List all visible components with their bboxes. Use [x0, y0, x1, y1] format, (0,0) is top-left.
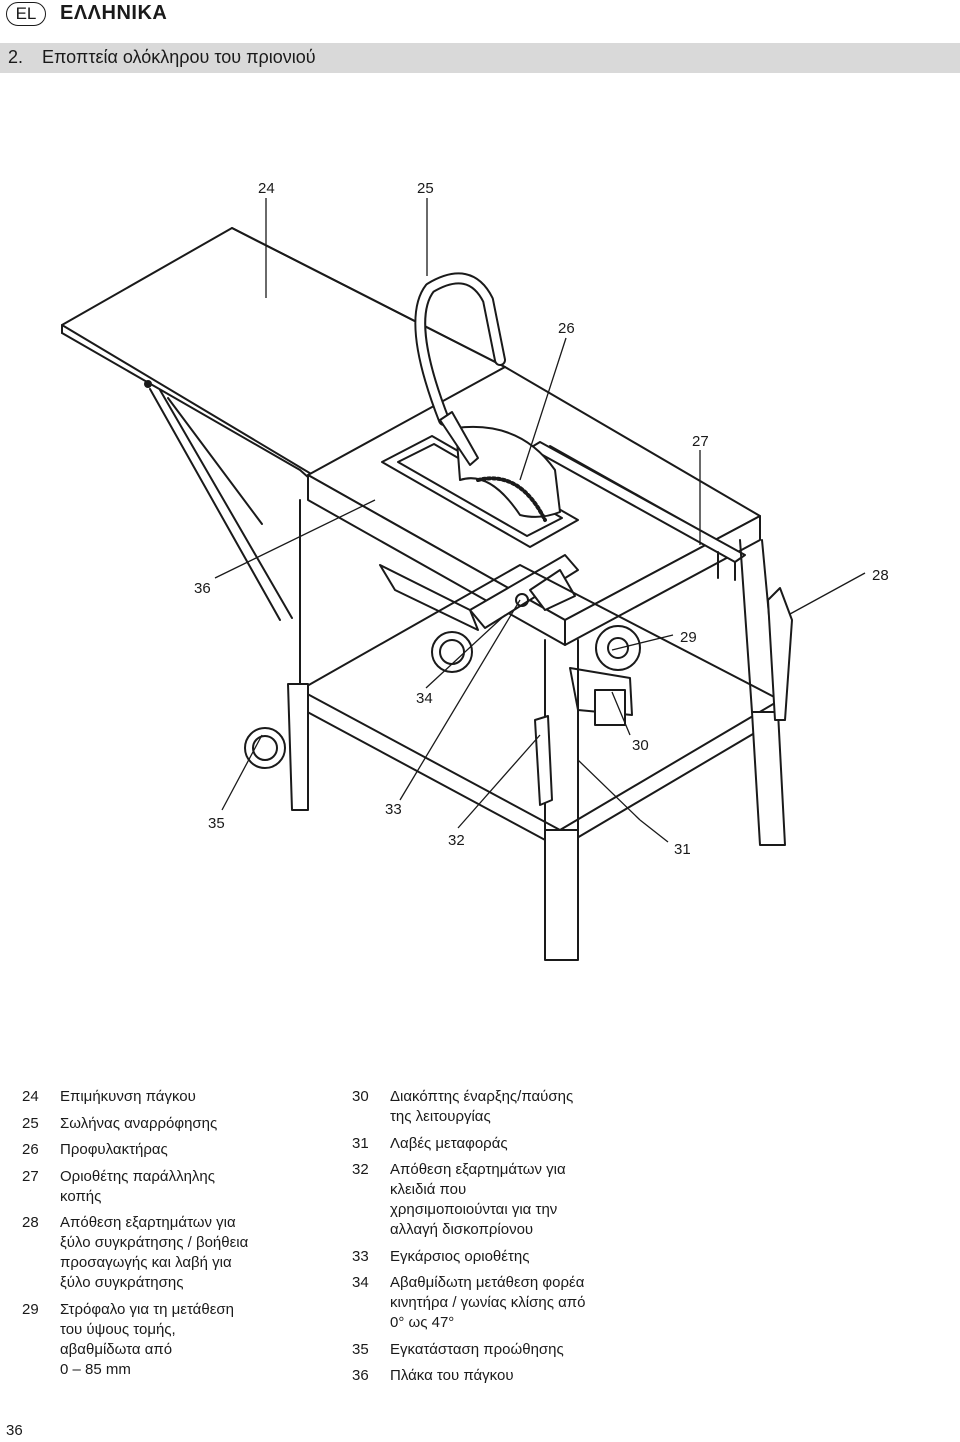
- callout-36: 36: [194, 580, 211, 597]
- legend-text: Πλάκα του πάγκου: [390, 1367, 514, 1384]
- callout-26: 26: [558, 320, 575, 337]
- callout-25: 25: [417, 180, 434, 197]
- legend-text: Οριοθέτης παράλληλης κοπής: [60, 1167, 215, 1205]
- push-stick-holder: [767, 587, 793, 721]
- page-number: 36: [6, 1422, 23, 1439]
- legend-item: 35 Εγκατάσταση προώθησης: [352, 1340, 652, 1360]
- callout-24: 24: [258, 180, 275, 197]
- callout-31: 31: [674, 841, 691, 858]
- legend-item: 25 Σωλήνας αναρρόφησης: [22, 1114, 322, 1134]
- legend-item: 29 Στρόφαλο για τη μετάθεση του ύψους τομ…: [22, 1300, 322, 1380]
- section-heading: 2. Εποπτεία ολόκληρου του πριονιού: [0, 43, 960, 73]
- legend-number: 28: [22, 1214, 39, 1231]
- legend-item: 30 Διακόπτης έναρξης/παύσης της λειτουργί…: [352, 1087, 652, 1127]
- table-insert: [381, 435, 579, 548]
- crosscut-fence: [379, 564, 479, 631]
- callout-28: 28: [872, 567, 889, 584]
- section-title: Εποπτεία ολόκληρου του πριονιού: [42, 47, 316, 67]
- legend-number: 34: [352, 1274, 369, 1291]
- callout-32: 32: [448, 832, 465, 849]
- language-badge: EL: [6, 2, 46, 26]
- callout-30: 30: [632, 737, 649, 754]
- legend-text: Λαβές μεταφοράς: [390, 1134, 508, 1152]
- table-saw-drawing: 24 25 26 27 28 29 30 31 32 33 34 35 36: [61, 180, 889, 961]
- leg-back-right: [751, 711, 786, 846]
- legend-number: 33: [352, 1247, 369, 1265]
- legend-number: 29: [22, 1300, 39, 1318]
- legend-text: Αβαθμίδωτη μετάθεση φορέα κινητήρα / γων…: [390, 1274, 586, 1331]
- legend-number: 31: [352, 1134, 369, 1152]
- leg-front-center: [544, 829, 579, 961]
- legend-item: 34 Αβαθμίδωτη μετάθεση φορέα κινητήρα / γ…: [352, 1273, 652, 1333]
- wheel-rear: [431, 631, 473, 673]
- legend-item: 27 Οριοθέτης παράλληλης κοπής: [22, 1167, 322, 1207]
- legend-text: Απόθεση εξαρτημάτων για κλειδιά που χρησ…: [390, 1161, 566, 1238]
- legend-item: 24 Επιμήκυνση πάγκου: [22, 1087, 322, 1107]
- legend-item: 33 Εγκάρσιος οριοθέτης: [352, 1247, 652, 1267]
- legend-text: Εγκάρσιος οριοθέτης: [390, 1247, 530, 1265]
- legend-text: Εγκατάσταση προώθησης: [390, 1340, 564, 1358]
- legend-item: 28 Απόθεση εξαρτημάτων για ξύλο συγκράτησ…: [22, 1213, 322, 1293]
- legend-item: 31 Λαβές μεταφοράς: [352, 1134, 652, 1154]
- leg-front-left: [287, 683, 309, 811]
- legend-right-column: 30 Διακόπτης έναρξης/παύσης της λειτουργί…: [352, 1087, 652, 1393]
- legend-text: Απόθεση εξαρτημάτων για ξύλο συγκράτησης…: [60, 1214, 249, 1291]
- legend-text: Διακόπτης έναρξης/παύσης της λειτουργίας: [390, 1088, 574, 1125]
- legend-text: Επιμήκυνση πάγκου: [60, 1088, 196, 1105]
- legend-text: Σωλήνας αναρρόφησης: [60, 1114, 218, 1132]
- callout-35: 35: [208, 815, 225, 832]
- callout-33: 33: [385, 801, 402, 818]
- legend-number: 35: [352, 1340, 369, 1358]
- legend-number: 36: [352, 1367, 369, 1384]
- legend-number: 30: [352, 1088, 369, 1105]
- callout-27: 27: [692, 433, 709, 450]
- language-title: ΕΛΛΗΝΙΚΑ: [60, 2, 168, 24]
- wrench-holder: [534, 715, 553, 806]
- callout-34: 34: [416, 690, 433, 707]
- callout-29: 29: [680, 629, 697, 646]
- legend-number: 27: [22, 1167, 39, 1185]
- legend-item: 26 Προφυλακτήρας: [22, 1140, 322, 1160]
- legend-number: 24: [22, 1088, 39, 1105]
- legend-number: 26: [22, 1141, 39, 1158]
- section-number: 2.: [8, 47, 24, 67]
- legend-number: 25: [22, 1114, 39, 1132]
- wheel-front: [244, 727, 286, 769]
- legend-text: Προφυλακτήρας: [60, 1141, 168, 1158]
- legend-left-column: 24 Επιμήκυνση πάγκου 25 Σωλήνας αναρρόφηση…: [22, 1087, 322, 1386]
- legend-item: 36 Πλάκα του πάγκου: [352, 1366, 652, 1386]
- legend-text: Στρόφαλο για τη μετάθεση του ύψους τομής…: [60, 1300, 234, 1378]
- parallel-fence: [529, 441, 746, 563]
- legend-number: 32: [352, 1161, 369, 1178]
- legend-item: 32 Απόθεση εξαρτημάτων για κλειδιά που χρ…: [352, 1160, 652, 1240]
